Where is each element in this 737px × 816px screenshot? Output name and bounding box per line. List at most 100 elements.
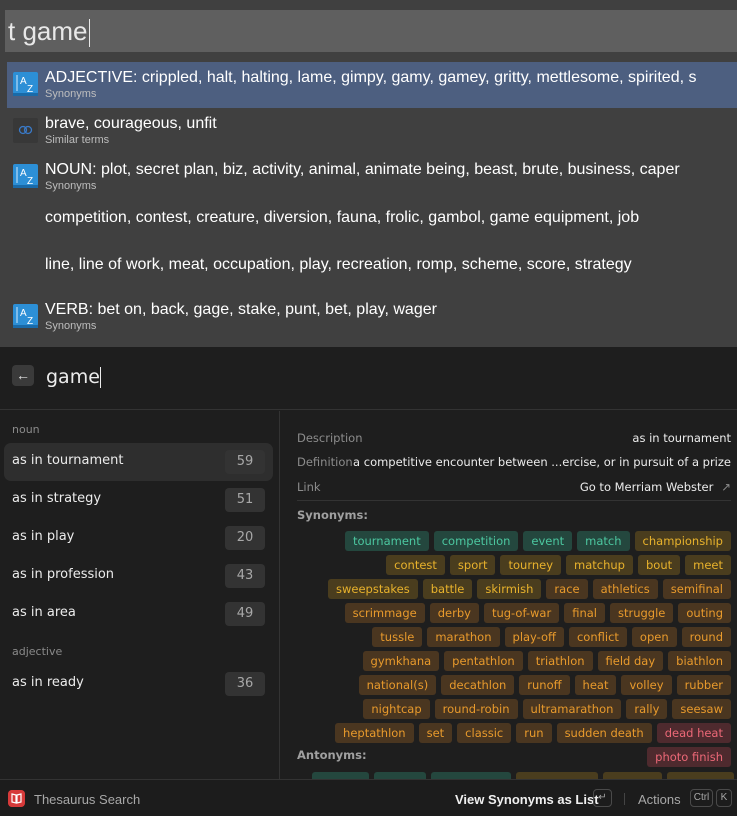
synonym-tag[interactable]: heat: [574, 675, 617, 695]
synonym-tag[interactable]: conflict: [568, 627, 627, 647]
synonym-tag[interactable]: event: [523, 531, 573, 551]
synonym-tag[interactable]: struggle: [609, 603, 674, 623]
synonym-tag[interactable]: sudden death: [556, 723, 652, 743]
svg-text:A: A: [20, 308, 27, 319]
divider: [624, 793, 625, 805]
synonym-tag[interactable]: semifinal: [662, 579, 731, 599]
svg-text:Z: Z: [27, 176, 33, 187]
link-text: Go to Merriam Webster: [579, 480, 714, 494]
sense-label: as in play: [12, 529, 75, 544]
synonym-tag[interactable]: seesaw: [672, 699, 731, 719]
synonym-tag[interactable]: dead heat: [656, 723, 731, 743]
overlay-search-input[interactable]: t game: [5, 10, 737, 52]
synonym-tag[interactable]: ultramarathon: [522, 699, 622, 719]
az-dictionary-icon: AZ: [13, 72, 38, 96]
result-subtitle: Similar terms: [45, 134, 110, 146]
synonym-tag[interactable]: national(s): [358, 675, 437, 695]
antonym-tags-partial: [312, 772, 734, 779]
merriam-webster-link[interactable]: Go to Merriam Webster↗: [580, 480, 731, 494]
synonym-tag[interactable]: skirmish: [477, 579, 542, 599]
synonym-tag[interactable]: round: [681, 627, 731, 647]
synonym-tag[interactable]: race: [546, 579, 588, 599]
search-query: game: [46, 366, 100, 388]
sense-item-strategy[interactable]: as in strategy 51: [4, 481, 273, 519]
antonym-tag[interactable]: [374, 772, 426, 779]
synonym-tag[interactable]: heptathlon: [335, 723, 414, 743]
sense-count-badge: 49: [225, 602, 265, 626]
synonym-tag[interactable]: runoff: [519, 675, 570, 695]
search-input[interactable]: game: [46, 366, 101, 388]
synonym-tag[interactable]: run: [516, 723, 552, 743]
synonym-tag[interactable]: sport: [449, 555, 496, 575]
antonym-tag[interactable]: [603, 772, 662, 779]
divider: [297, 500, 731, 501]
synonym-tag[interactable]: tussle: [372, 627, 423, 647]
result-subtitle: Synonyms: [45, 320, 97, 332]
synonym-tag[interactable]: round-robin: [434, 699, 518, 719]
synonym-tag[interactable]: open: [631, 627, 677, 647]
synonym-tag[interactable]: decathlon: [441, 675, 515, 695]
synonym-tag[interactable]: contest: [386, 555, 445, 575]
actions-button[interactable]: Actions: [638, 792, 681, 807]
synonym-tag[interactable]: final: [564, 603, 605, 623]
antonym-tag[interactable]: [312, 772, 369, 779]
synonym-tag[interactable]: meet: [685, 555, 731, 575]
synonym-tag[interactable]: biathlon: [668, 651, 731, 671]
synonym-tag[interactable]: sweepstakes: [328, 579, 418, 599]
result-continuation-line: competition, contest, creature, diversio…: [45, 209, 640, 226]
sense-item-ready[interactable]: as in ready 36: [4, 665, 273, 703]
sense-label: as in tournament: [12, 453, 124, 468]
synonym-tag[interactable]: play-off: [504, 627, 564, 647]
result-item-similar[interactable]: brave, courageous, unfit Similar terms: [7, 108, 737, 154]
antonym-tag[interactable]: [516, 772, 598, 779]
synonym-tag[interactable]: classic: [457, 723, 512, 743]
sense-item-play[interactable]: as in play 20: [4, 519, 273, 557]
synonym-tag[interactable]: marathon: [427, 627, 500, 647]
synonym-tag[interactable]: rally: [626, 699, 668, 719]
section-label-adjective: adjective: [12, 645, 63, 658]
synonym-tag[interactable]: bout: [637, 555, 681, 575]
synonym-tag[interactable]: tug-of-war: [483, 603, 560, 623]
description-row: Description as in tournament: [297, 428, 731, 448]
senses-list: noun as in tournament 59 as in strategy …: [0, 411, 280, 779]
synonym-tag[interactable]: match: [577, 531, 630, 551]
antonym-tag[interactable]: [431, 772, 511, 779]
synonym-tag[interactable]: athletics: [592, 579, 658, 599]
synonym-tag[interactable]: set: [418, 723, 453, 743]
az-dictionary-icon: AZ: [13, 304, 38, 328]
synonym-tag[interactable]: pentathlon: [444, 651, 523, 671]
result-continuation-line: line, line of work, meat, occupation, pl…: [45, 256, 632, 273]
synonym-tag[interactable]: derby: [429, 603, 479, 623]
synonym-tag[interactable]: competition: [433, 531, 519, 551]
synonym-tag[interactable]: nightcap: [363, 699, 430, 719]
view-synonyms-as-list-button[interactable]: View Synonyms as List: [455, 792, 599, 807]
synonym-tag[interactable]: tournament: [344, 531, 429, 551]
synonym-tag[interactable]: championship: [634, 531, 731, 551]
synonym-tag[interactable]: scrimmage: [344, 603, 425, 623]
description-label: Description: [297, 431, 363, 445]
sense-item-profession[interactable]: as in profession 43: [4, 557, 273, 595]
sense-item-tournament[interactable]: as in tournament 59: [4, 443, 273, 481]
synonym-tag[interactable]: outing: [678, 603, 731, 623]
synonyms-heading: Synonyms:: [297, 508, 368, 522]
synonym-tag[interactable]: triathlon: [527, 651, 593, 671]
synonym-tag[interactable]: matchup: [566, 555, 633, 575]
synonym-tag[interactable]: field day: [597, 651, 664, 671]
sense-item-area[interactable]: as in area 49: [4, 595, 273, 633]
antonym-tag[interactable]: [667, 772, 734, 779]
synonym-tag[interactable]: battle: [422, 579, 473, 599]
synonym-tag[interactable]: gymkhana: [362, 651, 440, 671]
synonym-tag[interactable]: photo finish: [647, 747, 731, 767]
result-subtitle: Synonyms: [45, 88, 97, 100]
synonym-tag[interactable]: tourney: [500, 555, 562, 575]
result-title: VERB: bet on, back, gage, stake, punt, b…: [45, 301, 437, 318]
back-button[interactable]: ←: [12, 365, 34, 386]
synonym-tag[interactable]: rubber: [676, 675, 731, 695]
synonym-tag[interactable]: volley: [621, 675, 672, 695]
sense-label: as in strategy: [12, 491, 102, 506]
link-row: Link Go to Merriam Webster↗: [297, 477, 731, 497]
